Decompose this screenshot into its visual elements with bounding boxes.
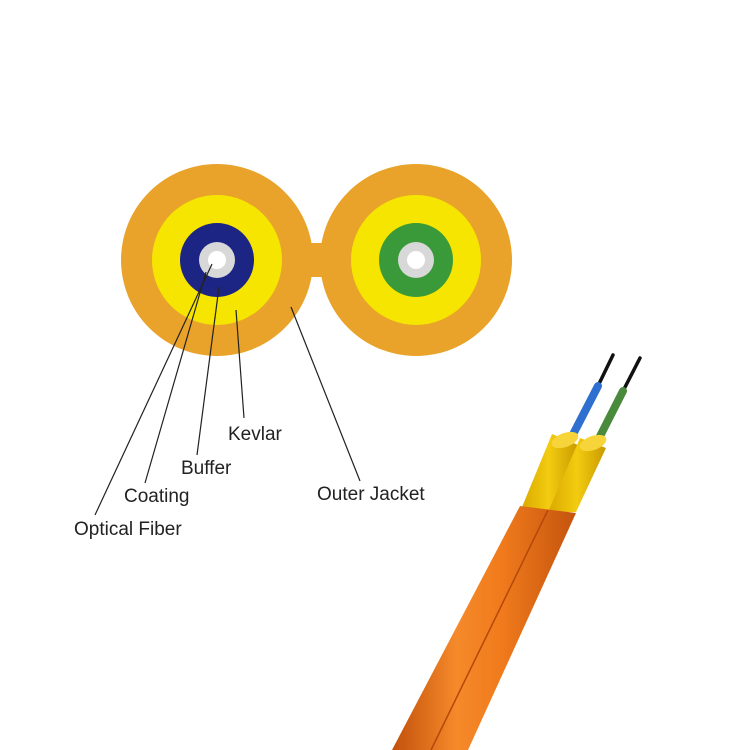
- kevlar-end-left: [551, 431, 579, 449]
- kevlar-end-right: [579, 434, 607, 452]
- label-optical-fiber: Optical Fiber: [74, 519, 182, 540]
- leader-buffer: [196, 286, 220, 456]
- leader-coating: [144, 271, 207, 484]
- label-coating: Coating: [124, 486, 190, 507]
- leader-kevlar: [235, 309, 245, 419]
- cross-section-left: [121, 164, 313, 356]
- label-buffer: Buffer: [181, 458, 232, 479]
- leader-lines: [94, 263, 361, 516]
- leader-outer-jacket: [290, 306, 361, 482]
- kevlar-subunit-right: [548, 438, 606, 512]
- leader-optical-fiber: [94, 263, 213, 516]
- cable-illustration: [392, 353, 642, 750]
- optical-fiber-right: [407, 251, 425, 269]
- jacket-split-line: [430, 509, 549, 750]
- label-kevlar: Kevlar: [228, 424, 283, 445]
- label-outer-jacket: Outer Jacket: [317, 484, 425, 505]
- orange-outer-jacket: [392, 506, 576, 750]
- fiber-tip-right: [620, 356, 642, 395]
- cross-section-right: [320, 164, 512, 356]
- kevlar-subunit-left: [520, 434, 578, 512]
- optical-fiber-left: [208, 251, 226, 269]
